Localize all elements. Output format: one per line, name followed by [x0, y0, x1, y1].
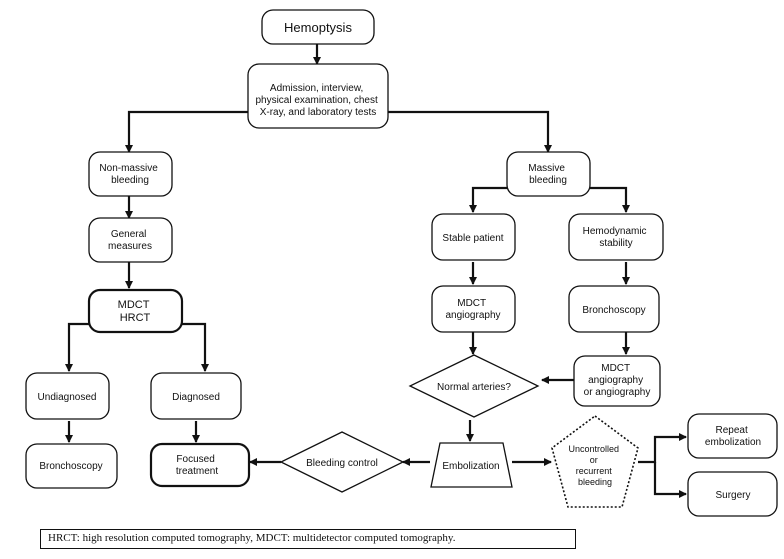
node-bronchoscopy-left: Bronchoscopy — [25, 443, 118, 489]
node-admission-label: Admission, interview, physical examinati… — [255, 83, 380, 118]
node-admission: Admission, interview, physical examinati… — [247, 63, 389, 129]
node-mdct-angio-label: MDCT angiography — [445, 298, 500, 321]
edge-mdcthrct-undiagnosed — [65, 322, 89, 372]
node-stable-label: Stable patient — [442, 233, 503, 244]
node-non-massive-bleeding: Non-massive bleeding — [88, 151, 173, 197]
node-non-massive-label: Non-massive bleeding — [99, 163, 160, 186]
node-uncontrolled-bleeding: Uncontrolled or recurrent bleeding — [551, 415, 639, 508]
node-bleeding-control-label: Bleeding control — [306, 458, 378, 469]
footnote: HRCT: high resolution computed tomograph… — [48, 532, 456, 544]
node-undiagnosed: Undiagnosed — [25, 372, 110, 420]
footnote-box — [40, 529, 576, 549]
edge-admission-nonmassive — [125, 110, 248, 153]
edge-massive-stable — [469, 186, 507, 213]
node-embolization-label: Embolization — [442, 461, 499, 472]
node-bronchoscopy-right-label: Bronchoscopy — [582, 305, 645, 316]
edge-mdcthrct-diagnosed — [182, 322, 209, 372]
node-mdct-angiography-or: MDCT angiography or angiography — [573, 355, 661, 407]
node-uncontrolled-label: Uncontrolled or recurrent bleeding — [568, 444, 621, 487]
node-general-label: General measures — [108, 229, 152, 252]
node-surgery-label: Surgery — [715, 490, 750, 501]
node-hemoptysis: Hemoptysis — [261, 9, 375, 45]
node-repeat-embolization: Repeat embolization — [687, 413, 778, 459]
edge-admission-massive — [388, 110, 552, 153]
node-massive-label: Massive bleeding — [528, 163, 567, 186]
node-surgery: Surgery — [687, 471, 778, 517]
node-undiagnosed-label: Undiagnosed — [38, 392, 97, 403]
edges — [65, 44, 687, 498]
node-embolization: Embolization — [430, 442, 513, 488]
node-repeat-label: Repeat embolization — [705, 425, 761, 448]
edge-uncontrolled-repeat — [638, 433, 687, 464]
node-normal-arteries: Normal arteries? — [408, 354, 540, 418]
node-hemodynamic-stability: Hemodynamic stability — [568, 213, 664, 261]
node-bronchoscopy-left-label: Bronchoscopy — [39, 461, 102, 472]
node-hemoptysis-label: Hemoptysis — [284, 20, 352, 35]
node-focused-label: Focused treatment — [176, 454, 218, 477]
node-mdct-hrct-label: MDCT HRCT — [118, 299, 153, 324]
node-mdct-angio-or-label: MDCT angiography or angiography — [584, 363, 651, 398]
node-focused-treatment: Focused treatment — [149, 442, 251, 488]
node-bleeding-control: Bleeding control — [279, 431, 405, 493]
edge-massive-hemodynamic — [590, 186, 630, 213]
node-mdct-angiography: MDCT angiography — [431, 285, 516, 333]
node-diagnosed: Diagnosed — [150, 372, 242, 420]
node-general-measures: General measures — [88, 217, 173, 263]
node-normal-arteries-label: Normal arteries? — [437, 382, 511, 393]
node-mdct-hrct: MDCT HRCT — [87, 288, 184, 334]
node-hemodynamic-label: Hemodynamic stability — [583, 226, 650, 249]
node-massive-bleeding: Massive bleeding — [506, 151, 591, 197]
edge-uncontrolled-surgery — [653, 462, 687, 498]
node-diagnosed-label: Diagnosed — [172, 392, 220, 403]
node-stable-patient: Stable patient — [431, 213, 516, 261]
node-bronchoscopy-right: Bronchoscopy — [568, 285, 660, 333]
